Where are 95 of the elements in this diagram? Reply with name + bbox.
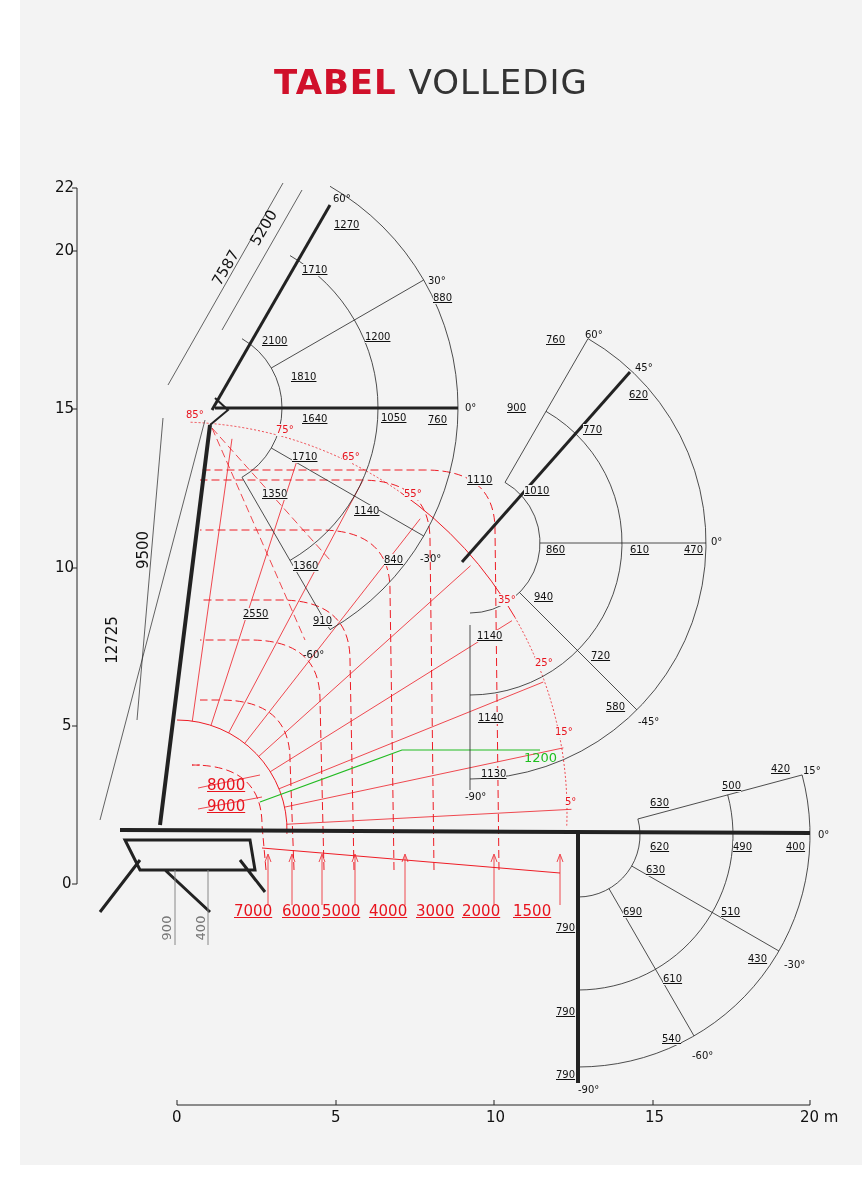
angle-label: 85°	[186, 409, 204, 421]
load-value: 1810	[291, 371, 317, 383]
load-value: 1130	[481, 768, 507, 780]
angle-label: -45°	[638, 716, 660, 728]
load-value: 880	[433, 292, 453, 304]
angle-label: 5°	[565, 796, 577, 808]
dimension-label: 900	[158, 915, 174, 941]
angle-label: 35°	[498, 594, 516, 606]
load-value: 400	[786, 841, 806, 853]
angle-label: 60°	[585, 329, 603, 341]
load-value: 1710	[302, 264, 328, 276]
load-value: 1140	[478, 712, 504, 724]
axis-tick-label: 10	[55, 559, 75, 576]
axis-tick-label: 20 m	[800, 1109, 839, 1126]
axis-tick-label: 15	[55, 400, 75, 417]
dimension-label: 12725	[103, 616, 121, 664]
axis-tick-label: 10	[486, 1109, 506, 1126]
load-value: 420	[771, 763, 791, 775]
angle-label: 65°	[342, 451, 360, 463]
load-value: 620	[650, 841, 670, 853]
angle-label: 0°	[818, 829, 830, 841]
load-value: 470	[684, 544, 704, 556]
radius-label: 9000	[207, 798, 246, 815]
load-value: 1010	[524, 485, 550, 497]
angle-label: 0°	[465, 402, 477, 414]
load-value: 790	[556, 1006, 576, 1018]
radius-label: 1500	[513, 903, 552, 920]
axis-tick-label: 5	[331, 1109, 341, 1126]
load-value: 1200	[365, 331, 391, 343]
load-value: 1350	[262, 488, 288, 500]
angle-label: 0°	[711, 536, 723, 548]
load-value: 510	[721, 906, 741, 918]
angle-label: 25°	[535, 657, 553, 669]
load-value: 790	[556, 1069, 576, 1081]
load-value: 760	[428, 414, 448, 426]
load-value: 430	[748, 953, 768, 965]
radius-label: 7000	[234, 903, 273, 920]
load-value: 1140	[354, 505, 380, 517]
load-value: 630	[650, 797, 670, 809]
dimension-label: 400	[192, 915, 208, 941]
load-value: 1640	[302, 413, 328, 425]
load-value: 490	[733, 841, 753, 853]
axis-tick-label: 0	[172, 1109, 182, 1126]
load-value: 760	[546, 334, 566, 346]
radius-label: 4000	[369, 903, 408, 920]
load-value: 720	[591, 650, 611, 662]
load-value: 900	[507, 402, 527, 414]
load-value: 2550	[243, 608, 269, 620]
angle-label: -90°	[465, 791, 487, 803]
load-value: 790	[556, 922, 576, 934]
angle-label: 45°	[635, 362, 653, 374]
radius-label: 6000	[282, 903, 321, 920]
load-value: 1110	[467, 474, 493, 486]
angle-label: 15°	[803, 765, 821, 777]
angle-label: -60°	[692, 1050, 714, 1062]
load-value: 940	[534, 591, 554, 603]
load-value: 1140	[477, 630, 503, 642]
load-value: 1050	[381, 412, 407, 424]
angle-label: 55°	[404, 488, 422, 500]
load-value: 1200	[524, 750, 558, 765]
angle-label: -30°	[784, 959, 806, 971]
load-value: 690	[623, 906, 643, 918]
angle-label: 75°	[276, 424, 294, 436]
angle-label: -90°	[578, 1084, 600, 1096]
angle-label: 30°	[428, 275, 446, 287]
radius-label: 8000	[207, 777, 246, 794]
load-value: 1710	[292, 451, 318, 463]
angle-label: -30°	[420, 553, 442, 565]
load-value: 770	[583, 424, 603, 436]
load-value: 610	[663, 973, 683, 985]
axis-tick-label: 0	[62, 875, 72, 892]
load-value: 910	[313, 615, 333, 627]
chart-title: TABEL VOLLEDIG	[273, 62, 589, 102]
load-value: 500	[722, 780, 742, 792]
load-value: 2100	[262, 335, 288, 347]
load-value: 540	[662, 1033, 682, 1045]
radius-label: 3000	[416, 903, 455, 920]
angle-label: 15°	[555, 726, 573, 738]
angle-label: -60°	[303, 649, 325, 661]
load-value: 860	[546, 544, 566, 556]
axis-tick-label: 5	[62, 717, 72, 734]
axis-tick-label: 15	[645, 1109, 665, 1126]
load-value: 630	[646, 864, 666, 876]
load-value: 620	[629, 389, 649, 401]
radius-label: 5000	[322, 903, 361, 920]
load-value: 1360	[293, 560, 319, 572]
axis-tick-label: 22	[55, 179, 75, 196]
load-value: 610	[630, 544, 650, 556]
angle-label: 60°	[333, 193, 351, 205]
load-value: 1270	[334, 219, 360, 231]
dimension-label: 9500	[134, 530, 152, 570]
axis-tick-label: 20	[55, 242, 75, 259]
load-value: 580	[606, 701, 626, 713]
radius-label: 2000	[462, 903, 501, 920]
load-value: 840	[384, 554, 404, 566]
